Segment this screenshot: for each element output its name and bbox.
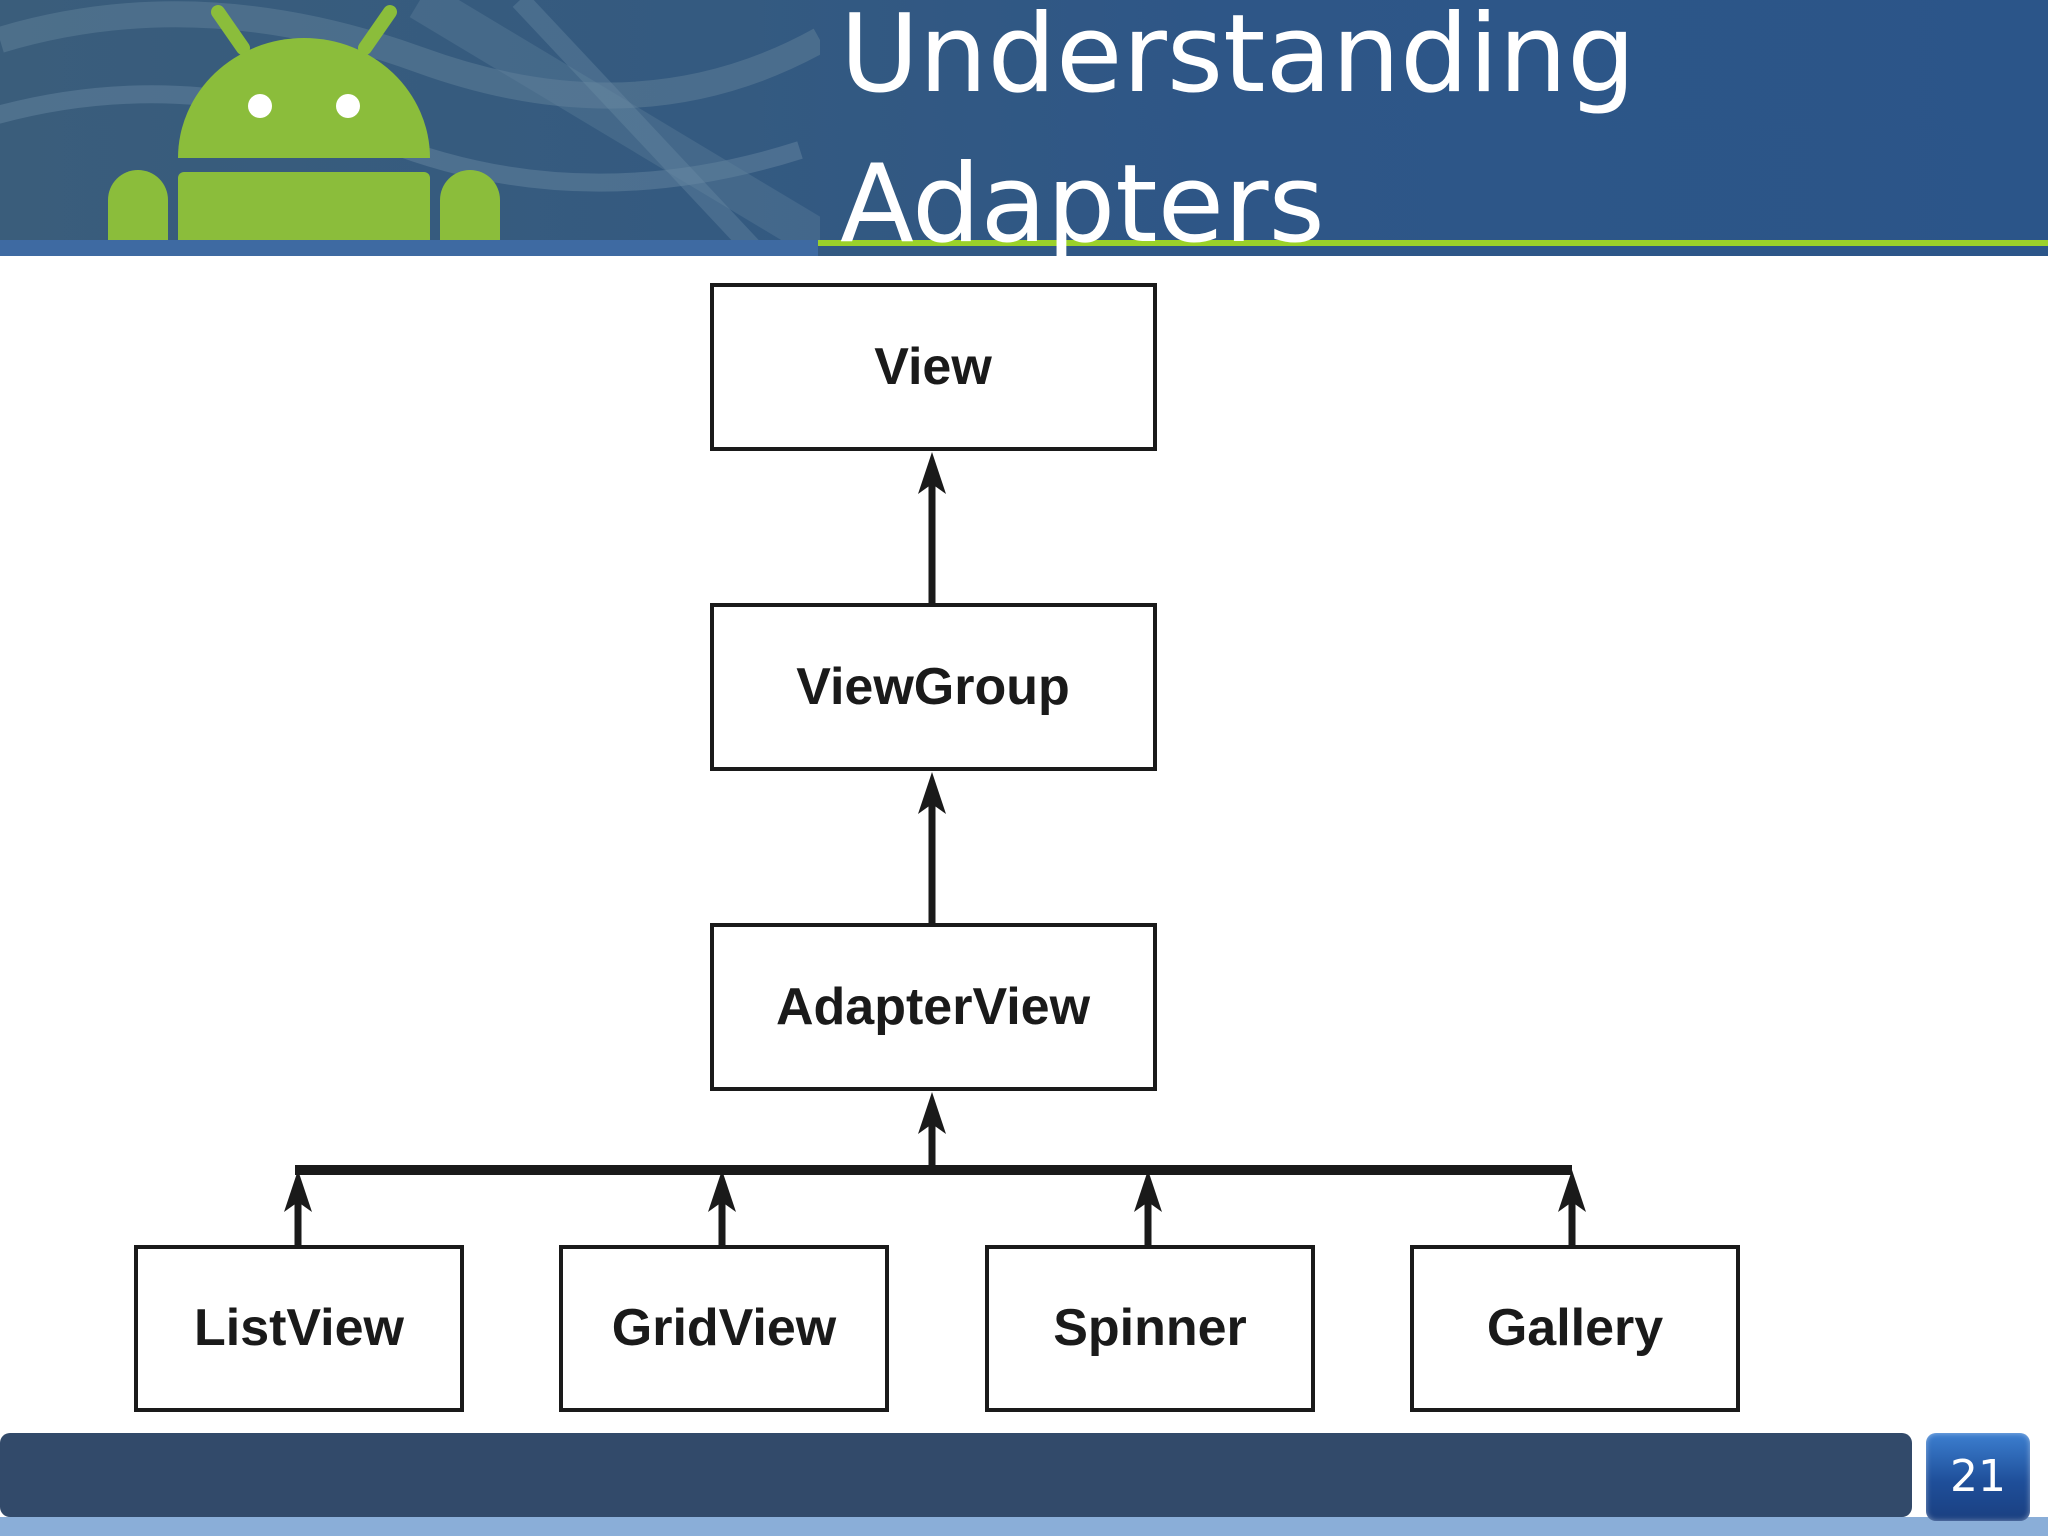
node-view: View [710, 283, 1157, 451]
arrowhead [284, 1170, 312, 1212]
connector-subclasses-adapterview [295, 1092, 1572, 1175]
slide-title: Understanding Adapters [840, 0, 1636, 256]
page-number-badge: 21 [1926, 1433, 2030, 1521]
connector-viewgroup-view [918, 452, 946, 604]
decorative-stroke [409, 0, 820, 256]
connector-adapterview-viewgroup [918, 772, 946, 924]
node-gallery: Gallery [1410, 1245, 1740, 1412]
arrowhead [918, 452, 946, 494]
footer-bar [0, 1433, 1912, 1517]
android-robot-icon [108, 5, 500, 256]
arrowhead [708, 1170, 736, 1212]
node-label: ListView [194, 1299, 405, 1357]
node-adapterview: AdapterView [710, 923, 1157, 1091]
node-gridview: GridView [559, 1245, 889, 1412]
decorative-stroke [512, 0, 768, 256]
node-label: View [874, 338, 992, 396]
node-viewgroup: ViewGroup [710, 603, 1157, 771]
android-logo-banner [0, 0, 820, 256]
connector-gridview [708, 1170, 736, 1246]
footer-strip [0, 1517, 2048, 1536]
connector-listview [284, 1170, 312, 1246]
connector-spinner [1134, 1170, 1162, 1246]
class-hierarchy-diagram: View ViewGroup AdapterView ListView Grid… [134, 283, 1740, 1412]
arrowhead [1558, 1170, 1586, 1212]
node-label: Spinner [1053, 1299, 1247, 1357]
node-label: ViewGroup [796, 658, 1070, 716]
arrowhead [1134, 1170, 1162, 1212]
node-spinner: Spinner [985, 1245, 1315, 1412]
node-label: AdapterView [776, 978, 1091, 1036]
header-band [0, 240, 818, 256]
decorative-curve [0, 1, 820, 109]
node-listview: ListView [134, 1245, 464, 1412]
arrowhead [918, 1092, 946, 1134]
node-label: GridView [612, 1299, 837, 1357]
node-label: Gallery [1487, 1299, 1663, 1357]
slide-header: Understanding Adapters [0, 0, 2048, 256]
connector-gallery [1558, 1170, 1586, 1246]
title-underline [818, 240, 2048, 246]
arrowhead [918, 772, 946, 814]
